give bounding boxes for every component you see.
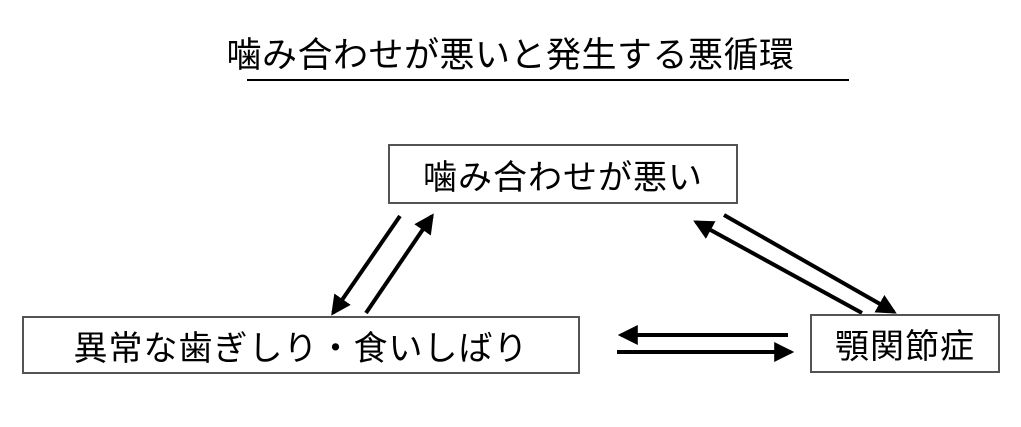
node-bruxism-label: 異常な歯ぎしり・食いしばり — [73, 330, 529, 368]
node-tmj-label: 顎関節症 — [835, 329, 975, 366]
page-title: 噛み合わせが悪いと発生する悪循環 — [226, 36, 795, 75]
node-bruxism: 異常な歯ぎしり・食いしばり — [22, 316, 580, 374]
edge-bad-bite-to-tmj — [723, 213, 897, 314]
edge-tmj-to-bad-bite — [693, 220, 863, 315]
node-tmj: 顎関節症 — [810, 314, 1000, 373]
title-underline — [247, 79, 849, 81]
node-bad-bite-label: 噛み合わせが悪い — [423, 159, 703, 197]
edge-bruxism-to-bad-bite — [364, 213, 434, 315]
edge-bad-bite-to-bruxism — [331, 214, 402, 316]
node-bad-bite: 噛み合わせが悪い — [388, 144, 738, 204]
